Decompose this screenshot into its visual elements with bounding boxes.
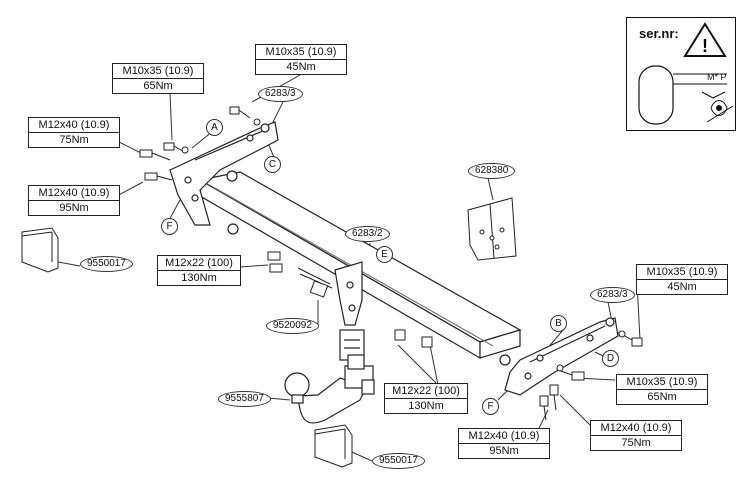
bolt-torque: 75Nm: [59, 134, 89, 146]
callout-a: A: [206, 119, 223, 136]
bolt-spec: M12x40 (10.9): [29, 118, 119, 133]
bolt-spec-label-9: M12x40 (10.9) 75Nm: [590, 420, 682, 451]
serial-number-info-box: ser.nr: ! M* P: [626, 17, 736, 131]
part-number-9550017-top: 9550017: [80, 256, 133, 272]
bolt-spec: M12x22 (100): [385, 384, 467, 399]
callout-f-right: F: [482, 398, 499, 415]
callout-f-left: F: [161, 218, 178, 235]
bolt-spec-label-4: M12x40 (10.9) 95Nm: [28, 185, 120, 216]
bolt-torque: 130Nm: [181, 272, 217, 284]
callout-e: E: [376, 246, 393, 263]
callout-d: D: [602, 350, 619, 367]
svg-text:!: !: [702, 36, 708, 56]
bolt-spec-label-6: M10x35 (10.9) 45Nm: [636, 264, 728, 295]
bolt-torque: 75Nm: [621, 437, 651, 449]
callout-b: B: [550, 315, 567, 332]
bolt-spec-label-7: M12x22 (100) 130Nm: [384, 383, 468, 414]
bolt-spec: M12x22 (100): [158, 256, 240, 271]
bolt-torque: 95Nm: [59, 202, 89, 214]
bolt-spec: M10x35 (10.9): [617, 375, 707, 390]
part-number-6283-3-right: 6283/3: [590, 287, 635, 303]
bolt-torque: 130Nm: [408, 400, 444, 412]
bolt-torque: 65Nm: [143, 80, 173, 92]
type-plate-text: M* P: [707, 72, 727, 82]
serial-number-label: ser.nr:: [639, 26, 679, 41]
part-number-628380: 628380: [468, 163, 516, 179]
callout-c: C: [264, 156, 281, 173]
bolt-spec: M10x35 (10.9): [637, 265, 727, 280]
bolt-spec: M12x40 (10.9): [459, 429, 549, 444]
bolt-spec-label-3: M12x40 (10.9) 75Nm: [28, 117, 120, 148]
bolt-spec: M12x40 (10.9): [591, 421, 681, 436]
part-number-6283-2: 6283/2: [345, 226, 390, 242]
bolt-spec-label-2: M10x35 (10.9) 65Nm: [112, 63, 204, 94]
part-number-9550017-bottom: 9550017: [372, 453, 425, 469]
part-number-9555807: 9555807: [218, 391, 271, 407]
bolt-spec-label-8: M10x35 (10.9) 65Nm: [616, 374, 708, 405]
part-number-9520092: 9520092: [266, 318, 319, 334]
bolt-torque: 45Nm: [286, 61, 316, 73]
warning-icon: !: [638, 22, 734, 125]
bolt-spec: M10x35 (10.9): [113, 64, 203, 79]
bolt-spec-label-10: M12x40 (10.9) 95Nm: [458, 428, 550, 459]
bolt-spec-label-5: M12x22 (100) 130Nm: [157, 255, 241, 286]
bolt-torque: 45Nm: [667, 281, 697, 293]
bolt-torque: 65Nm: [647, 391, 677, 403]
bolt-spec: M10x35 (10.9): [256, 45, 346, 60]
bolt-spec: M12x40 (10.9): [29, 186, 119, 201]
part-number-6283-3-top: 6283/3: [258, 86, 303, 102]
bolt-torque: 95Nm: [489, 445, 519, 457]
bolt-spec-label-1: M10x35 (10.9) 45Nm: [255, 44, 347, 75]
